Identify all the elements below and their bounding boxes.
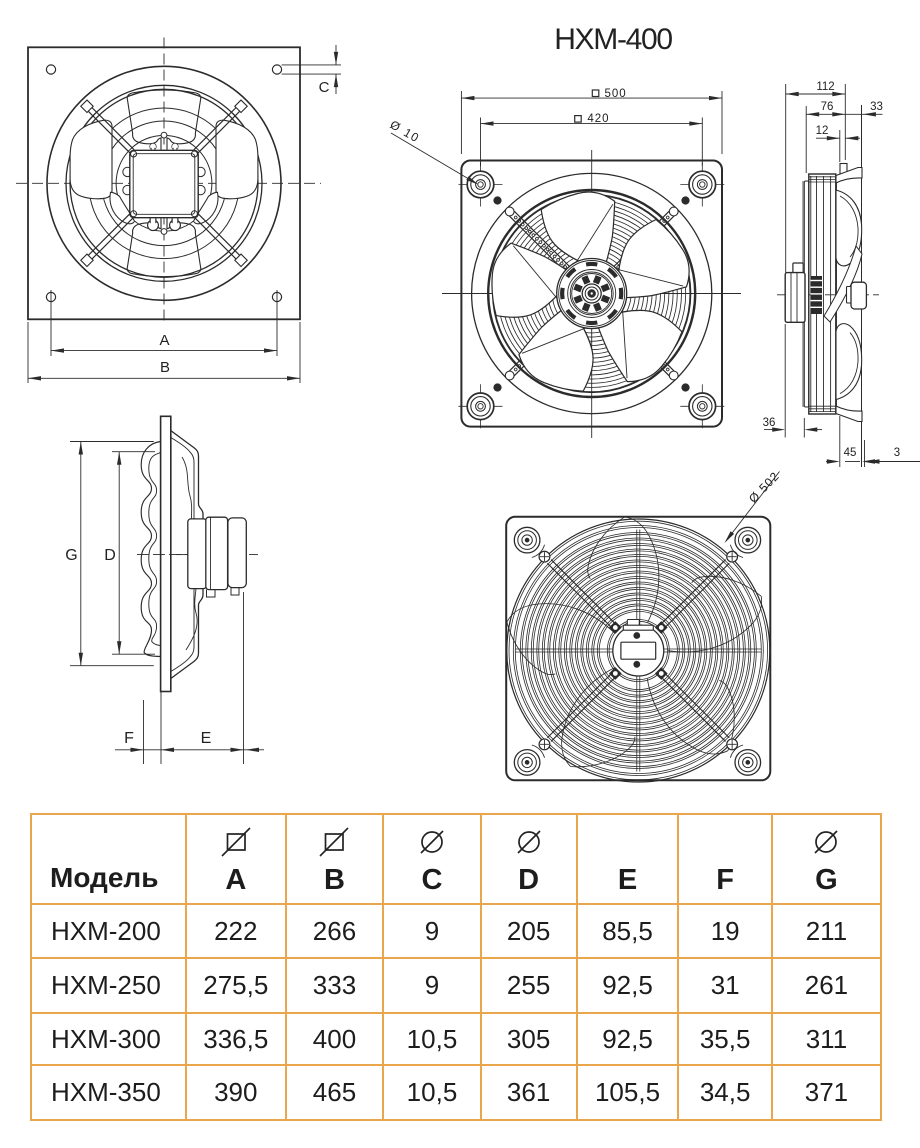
- svg-text:Ø 502: Ø 502: [746, 469, 782, 506]
- svg-text:500: 500: [605, 88, 627, 100]
- svg-text:112: 112: [816, 81, 834, 93]
- svg-text:A: A: [159, 332, 169, 349]
- svg-text:36: 36: [763, 417, 776, 429]
- svg-text:E: E: [201, 730, 212, 747]
- svg-text:76: 76: [821, 101, 834, 113]
- svg-text:12: 12: [816, 125, 829, 137]
- svg-text:420: 420: [587, 113, 609, 125]
- svg-text:B: B: [160, 359, 170, 376]
- svg-text:33: 33: [870, 101, 883, 113]
- svg-text:C: C: [319, 79, 330, 96]
- svg-text:D: D: [104, 547, 116, 564]
- svg-text:F: F: [124, 730, 134, 747]
- svg-text:G: G: [65, 547, 77, 564]
- svg-text:45: 45: [844, 447, 857, 459]
- svg-text:3: 3: [894, 447, 900, 459]
